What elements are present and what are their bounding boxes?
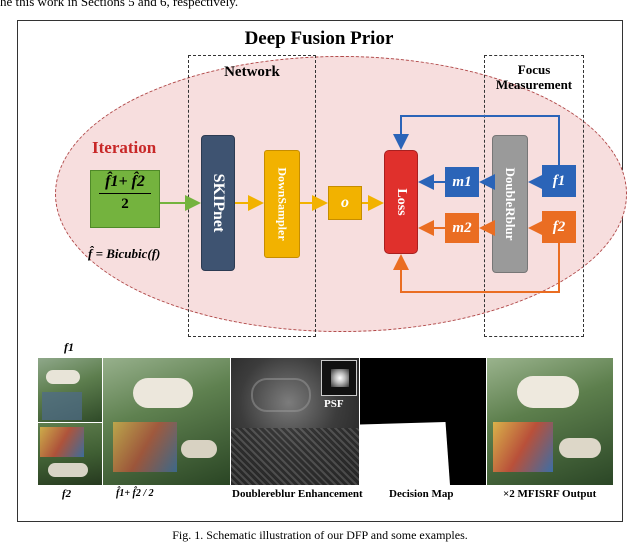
average-image-label: f̂1+ f̂2 / 2 xyxy=(116,488,154,499)
average-input-block: f̂1+ f̂2 2 xyxy=(90,170,160,228)
psf-inset xyxy=(321,360,357,396)
psf-label: PSF xyxy=(324,398,344,410)
f1-image-label: f1 xyxy=(64,340,74,354)
figure-caption: Fig. 1. Schematic illustration of our DF… xyxy=(172,528,468,542)
decision-map-label: Decision Map xyxy=(389,488,454,500)
focus-label-line1: Focus xyxy=(517,62,551,77)
doubleblur-block: DoubleRblur xyxy=(492,135,528,273)
m2-block: m2 xyxy=(445,213,479,243)
preceding-text: he this work in Sections 5 and 6, respec… xyxy=(0,0,239,9)
decision-map-image xyxy=(360,358,486,485)
fraction-bar xyxy=(99,193,151,195)
skipnet-block: SKIPnet xyxy=(201,135,235,271)
f1-block: f1 xyxy=(542,165,576,197)
figure-title: Deep Fusion Prior xyxy=(244,28,394,49)
f2-image-label: f2 xyxy=(62,488,72,500)
bicubic-formula: f̂ = Bicubic(f) xyxy=(88,246,161,261)
output-o-block: o xyxy=(328,186,362,220)
enhancement-label: Doublereblur Enhancement xyxy=(232,488,363,500)
f2-block: f2 xyxy=(542,211,576,243)
f1-source-image xyxy=(38,358,102,422)
f2-source-image xyxy=(38,423,102,485)
loss-block: Loss xyxy=(384,150,418,254)
network-label: Network xyxy=(224,64,280,80)
output-label: ×2 MFISRF Output xyxy=(503,488,597,500)
figure-frame xyxy=(17,20,623,522)
enhancement-image xyxy=(231,358,359,485)
m1-block: m1 xyxy=(445,167,479,197)
iteration-label: Iteration xyxy=(92,138,157,157)
focus-measurement-dashed-box xyxy=(484,55,584,337)
downsampler-block: DownSampler xyxy=(264,150,300,258)
arrow-f1-to-loss-top xyxy=(393,115,560,165)
average-image xyxy=(103,358,230,485)
focus-measurement-label: Focus Measurement xyxy=(484,62,584,92)
average-denominator: 2 xyxy=(121,196,129,213)
arrow-f2-to-loss-bottom xyxy=(393,243,560,293)
focus-label-line2: Measurement xyxy=(495,77,573,92)
mfisrf-output-image xyxy=(487,358,613,485)
average-numerator: f̂1+ f̂2 xyxy=(105,173,145,190)
